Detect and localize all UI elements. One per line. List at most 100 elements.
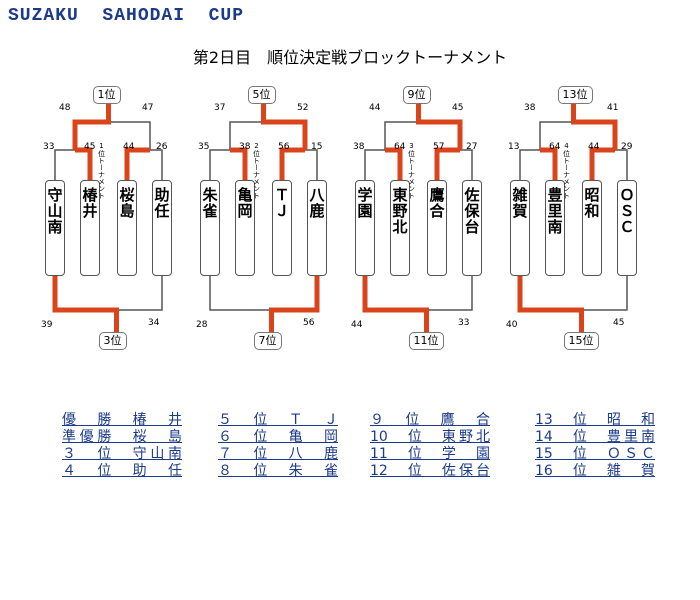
bracket-line: [364, 276, 473, 311]
team-box: 豊里南: [545, 180, 565, 276]
ranking-row: 15 位 ＯＳＣ: [535, 446, 655, 462]
winner-line: [124, 147, 150, 180]
score: 44: [588, 142, 600, 152]
bracket-line: [364, 149, 401, 180]
winner-line: [434, 147, 460, 180]
ranking-row: 11 位 学 園: [370, 446, 490, 462]
score: 57: [433, 142, 445, 152]
score: 45: [613, 318, 625, 328]
bracket-line: [436, 149, 473, 180]
ranking-row: 優 勝 椿 井: [62, 412, 182, 428]
winner-line: [540, 147, 558, 180]
tournament-label: 1位トーナメント: [97, 142, 106, 199]
winner-line: [517, 276, 584, 332]
score: 64: [549, 142, 561, 152]
score: 41: [607, 103, 619, 113]
team-box: 助任: [152, 180, 172, 276]
score: 38: [239, 142, 251, 152]
score: 29: [621, 142, 633, 152]
ranking-row: 10 位 東野北: [370, 429, 490, 445]
score: 39: [41, 320, 53, 330]
page-subtitle: 第2日目 順位決定戦ブロックトーナメント: [192, 48, 508, 67]
score: 56: [278, 142, 290, 152]
ranking-row: 16 位 雑 賀: [535, 463, 655, 479]
bracket-line: [126, 149, 163, 180]
score: 37: [214, 103, 226, 113]
score: 27: [466, 142, 478, 152]
score: 44: [123, 142, 135, 152]
winner-line: [75, 147, 93, 180]
score: 44: [369, 103, 381, 113]
rank-badge-top: 13位: [557, 86, 593, 104]
bracket-line: [209, 149, 246, 180]
rank-badge-bottom: 3位: [98, 332, 127, 350]
team-box: ＴＪ: [272, 180, 292, 276]
team-box: 朱雀: [200, 180, 220, 276]
team-box: 学園: [355, 180, 375, 276]
bracket-line: [519, 276, 628, 311]
tournament-label: 2位トーナメント: [252, 142, 261, 199]
winner-line: [362, 276, 429, 332]
winner-line: [52, 276, 119, 332]
score: 35: [198, 142, 210, 152]
team-box: 守山南: [45, 180, 65, 276]
score: 38: [524, 103, 536, 113]
ranking-row: ３ 位 守山南: [62, 446, 182, 462]
score: 45: [84, 142, 96, 152]
team-box: 八鹿: [307, 180, 327, 276]
winner-line: [385, 147, 403, 180]
team-box: 椿井: [80, 180, 100, 276]
team-box: ＯＳＣ: [617, 180, 637, 276]
score: 40: [506, 320, 518, 330]
score: 34: [148, 318, 160, 328]
ranking-row: ７ 位 八 鹿: [218, 446, 338, 462]
score: 48: [59, 103, 71, 113]
rank-badge-top: 9位: [402, 86, 431, 104]
winner-line: [589, 147, 615, 180]
ranking-row: ４ 位 助 任: [62, 463, 182, 479]
winner-line: [416, 98, 463, 150]
score: 26: [156, 142, 168, 152]
bracket-line: [54, 149, 91, 180]
ranking-row: 準優勝 桜 島: [62, 429, 182, 445]
score: 64: [394, 142, 406, 152]
team-box: 東野北: [390, 180, 410, 276]
team-box: 雑賀: [510, 180, 530, 276]
score: 28: [196, 320, 208, 330]
team-box: 鷹合: [427, 180, 447, 276]
tournament-label: 3位トーナメント: [407, 142, 416, 199]
winner-line: [269, 276, 320, 332]
score: 33: [458, 318, 470, 328]
rank-badge-bottom: 7位: [253, 332, 282, 350]
rank-badge-bottom: 15位: [563, 332, 599, 350]
team-box: 昭和: [582, 180, 602, 276]
winner-line: [279, 147, 305, 180]
ranking-row: 13 位 昭 和: [535, 412, 655, 428]
ranking-row: 12 位 佐保台: [370, 463, 490, 479]
rank-badge-top: 1位: [92, 86, 121, 104]
winner-line: [230, 147, 248, 180]
winner-line: [571, 98, 618, 150]
score: 13: [508, 142, 520, 152]
score: 45: [452, 103, 464, 113]
page-title: SUZAKU SAHODAI CUP: [8, 6, 245, 26]
score: 56: [303, 318, 315, 328]
team-box: 佐保台: [462, 180, 482, 276]
winner-line: [72, 98, 111, 150]
score: 15: [311, 142, 323, 152]
score: 38: [353, 142, 365, 152]
ranking-row: ９ 位 鷹 合: [370, 412, 490, 428]
team-box: 亀岡: [235, 180, 255, 276]
ranking-row: ５ 位 Ｔ Ｊ: [218, 412, 338, 428]
score: 52: [297, 103, 309, 113]
ranking-row: 14 位 豊里南: [535, 429, 655, 445]
score: 44: [351, 320, 363, 330]
score: 33: [43, 142, 55, 152]
bracket-line: [281, 149, 318, 180]
rank-badge-bottom: 11位: [408, 332, 444, 350]
